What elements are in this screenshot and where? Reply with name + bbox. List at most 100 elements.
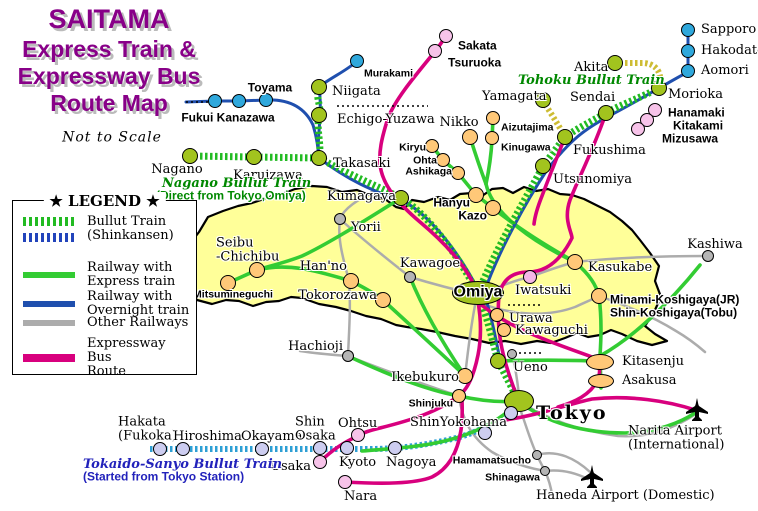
station-dot-nara bbox=[338, 475, 352, 489]
station-label-kumagaya: Kumagaya bbox=[326, 189, 396, 205]
station-dot-nagano bbox=[182, 148, 198, 164]
title-line-2: Express Train & bbox=[22, 35, 196, 62]
map-title: SAITAMA Express Train & Expressway Bus R… bbox=[0, 4, 218, 117]
station-label-hanyu: Hanyu bbox=[433, 195, 470, 210]
legend-swatch-express-green bbox=[23, 272, 75, 279]
station-dot-hanyu bbox=[468, 187, 484, 203]
station-label-shinyokohama: ShinYokohama bbox=[410, 415, 507, 431]
station-dot-ashikaga bbox=[451, 166, 465, 180]
station-label-shin-osaka: Shin Osaka bbox=[295, 414, 336, 443]
title-line-3: Expressway Bus bbox=[17, 62, 201, 89]
station-label-mizusawa: Mizusawa bbox=[662, 131, 719, 146]
bus-kansai-nara bbox=[343, 395, 465, 485]
station-label-nagano: Nagano bbox=[151, 162, 203, 178]
line-chichibu-kumagaya bbox=[255, 196, 403, 272]
line-tokaido-express bbox=[360, 399, 521, 453]
station-dot-hakodate bbox=[681, 44, 695, 58]
station-label-ueno: Ueno bbox=[513, 360, 548, 376]
bus-kansai-west bbox=[319, 391, 464, 463]
title-line-1: SAITAMA bbox=[48, 4, 170, 34]
station-dot-iwatsuki bbox=[523, 270, 537, 284]
station-label-sendai: Sendai bbox=[570, 90, 616, 106]
legend-item-overnight: Railway with Overnight train bbox=[23, 289, 192, 319]
station-label-ikebukuro: Ikebukuro bbox=[391, 370, 459, 386]
legend-label-overnight-line1: Railway with bbox=[87, 289, 173, 304]
station-dot-mitsumineguchi bbox=[220, 275, 236, 291]
station-dot-seibu-chichibu bbox=[249, 262, 265, 278]
line-yamagata-shinkansen bbox=[540, 99, 568, 139]
station-label-niigata: Niigata bbox=[332, 84, 381, 100]
line-tokyo-shinagawa bbox=[517, 404, 554, 497]
station-dot-fukui-kanazawa-1 bbox=[232, 94, 246, 108]
station-dot-omiya bbox=[452, 281, 504, 305]
line-hachiko bbox=[338, 189, 376, 358]
station-dot-kumagaya bbox=[393, 190, 409, 206]
station-dot-niigata bbox=[311, 79, 327, 95]
tohoku-note: Tohoku Bullut Train bbox=[518, 73, 665, 89]
station-label-kasukabe: Kasukabe bbox=[588, 260, 653, 276]
station-label-asakusa: Asakusa bbox=[622, 373, 677, 389]
station-label-hakata: Hakata (Fukoka) bbox=[118, 414, 177, 443]
station-dot-aizutajima bbox=[486, 111, 500, 125]
station-label-urawa: Urawa bbox=[509, 311, 553, 327]
station-label-osaka: Osaka bbox=[270, 459, 311, 475]
narita-airport-label: Narita Airport (International) bbox=[628, 423, 725, 452]
station-dot-fukushima bbox=[557, 129, 573, 145]
station-label-mitsumineguchi: Mitsumineguchi bbox=[193, 288, 273, 301]
station-label-kawaguchi: Kawaguchi bbox=[515, 323, 588, 339]
station-label-fukui-kanazawa: Fukui Kanazawa bbox=[181, 110, 275, 125]
station-label-seibu-chichibu: Seibu -Chichibu bbox=[216, 235, 280, 264]
legend-label-express-line1: Railway with bbox=[87, 260, 173, 275]
station-label-shinagawa: Shinagawa bbox=[485, 471, 540, 484]
station-label-aomori: Aomori bbox=[701, 63, 749, 79]
station-dot-kitasenju bbox=[586, 354, 614, 370]
station-label-fukushima: Fukushima bbox=[573, 143, 646, 159]
station-label-aizutajima: Aizutajima bbox=[501, 121, 554, 134]
station-dot-mizusawa bbox=[631, 122, 645, 136]
station-label-echigo-yuzawa: Echigo-Yuzawa bbox=[337, 112, 435, 128]
station-dot-aomori bbox=[681, 64, 695, 78]
station-dot-toyama bbox=[259, 93, 273, 107]
legend-label-overnight-line2: Overnight train bbox=[87, 303, 190, 319]
legend-label-shinkansen-line1: Bullut Train bbox=[87, 214, 167, 229]
station-dot-kawaguchi bbox=[497, 323, 511, 337]
legend-label-shinkansen: Bullut Train (Shinkansen) bbox=[87, 214, 174, 243]
station-dot-karuizawa bbox=[246, 149, 262, 165]
station-label-kashiwa: Kashiwa bbox=[687, 237, 743, 253]
station-dot-sapporo bbox=[681, 23, 695, 37]
title-line-4: Route Map bbox=[50, 90, 168, 117]
station-label-hanno: Han'no bbox=[299, 259, 347, 275]
line-tobu-nikko bbox=[468, 135, 577, 264]
station-label-utsunomiya: Utsunomiya bbox=[553, 172, 633, 188]
station-dot-murakami bbox=[350, 54, 364, 68]
legend-label-other: Other Railways bbox=[87, 315, 188, 330]
station-label-kitakami: Kitakami bbox=[673, 118, 724, 133]
station-dot-ohtsu bbox=[351, 428, 365, 442]
station-dot-shinagawa bbox=[540, 466, 550, 476]
legend-label-overnight: Railway with Overnight train bbox=[87, 289, 190, 319]
tokaido-note-line1: Tokaido-Sanyo Bullut Train bbox=[83, 457, 283, 473]
station-label-morioka: Morioka bbox=[668, 87, 723, 103]
station-label-kinugawa: Kinugawa bbox=[501, 141, 551, 154]
line-narita-express bbox=[517, 399, 697, 435]
bus-kanetsu bbox=[377, 34, 483, 395]
legend-item-shinkansen: Bullut Train (Shinkansen) bbox=[23, 214, 192, 243]
legend-swatch-shinkansen-blue bbox=[23, 232, 75, 242]
station-label-kazo: Kazo bbox=[458, 208, 487, 223]
legend-swatch-shinkansen-green bbox=[23, 216, 75, 226]
station-dot-hamamatsucho bbox=[532, 450, 542, 460]
bus-narita bbox=[503, 395, 697, 422]
legend-item-express: Railway with Express train bbox=[23, 260, 192, 289]
station-label-sakata: Sakata bbox=[458, 38, 497, 53]
station-label-tsuruoka: Tsuruoka bbox=[448, 55, 502, 70]
legend-swatch-overnight-blue bbox=[23, 301, 75, 308]
bus-fukushima bbox=[532, 135, 567, 226]
station-dot-yorii bbox=[334, 213, 346, 225]
station-dot-shinyokohama-1 bbox=[478, 426, 492, 440]
haneda-airplane-icon bbox=[581, 465, 603, 488]
station-dot-nikko bbox=[462, 129, 478, 145]
legend-star-icon-left: ★ bbox=[49, 192, 63, 210]
station-label-ohta: Ohta bbox=[413, 154, 437, 167]
station-dot-okayama bbox=[255, 442, 269, 456]
